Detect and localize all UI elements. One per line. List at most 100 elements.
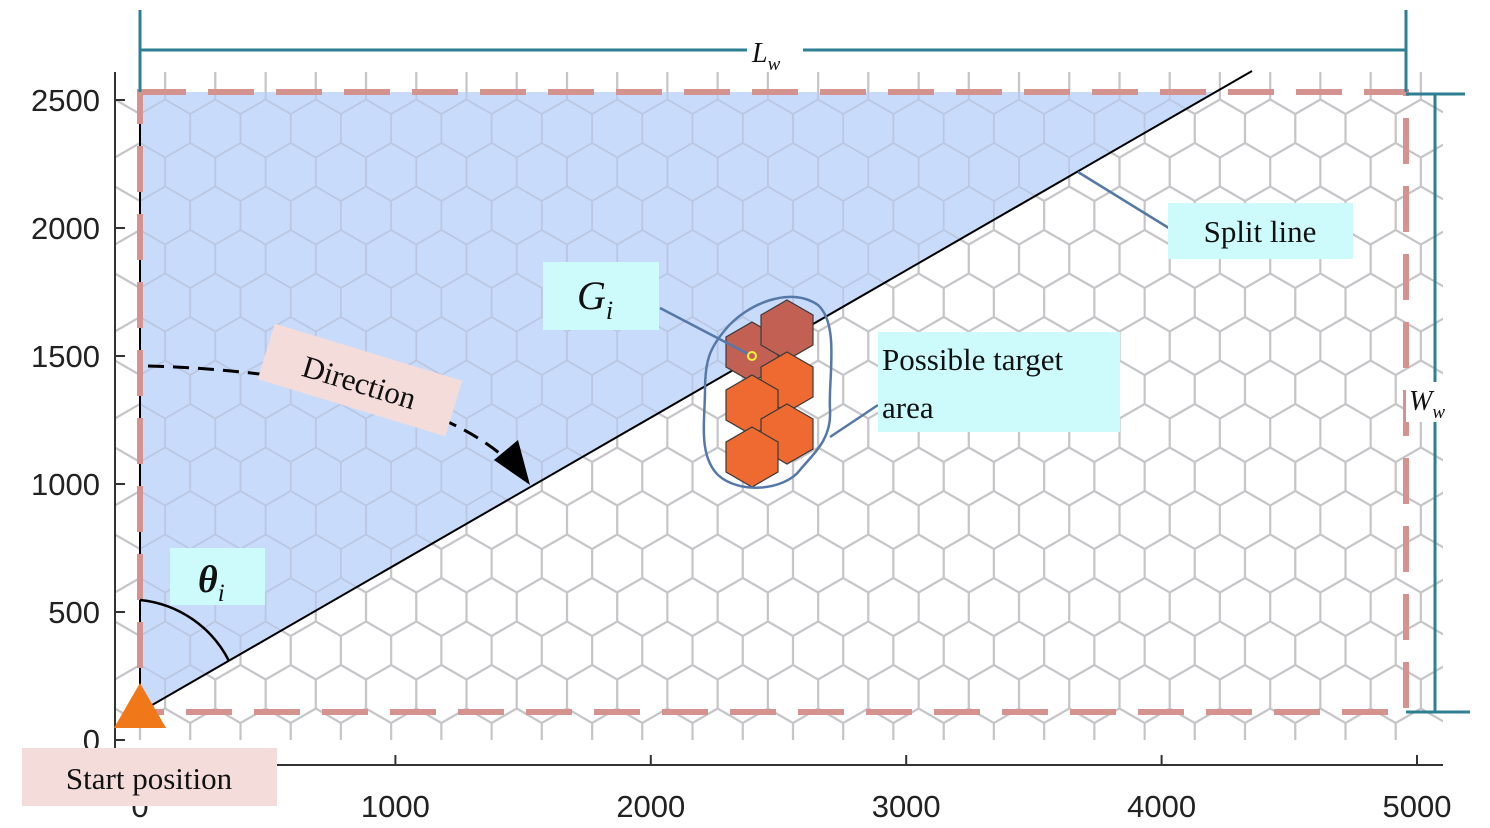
hex-cell-overlay xyxy=(892,446,945,507)
hex-cell xyxy=(1243,620,1297,681)
hex-cell xyxy=(1218,402,1272,464)
hex-cell xyxy=(1419,578,1443,636)
hex-cell-overlay xyxy=(415,664,468,724)
hex-cell-overlay xyxy=(716,664,769,724)
hex-cell-overlay xyxy=(1420,578,1443,636)
hex-cell-overlay xyxy=(944,13,994,71)
hex-cell-overlay xyxy=(742,185,794,246)
hex-cell-overlay xyxy=(867,490,920,550)
hex-cell-overlay xyxy=(440,272,493,333)
split-line xyxy=(139,70,1253,713)
hex-cell-overlay xyxy=(1269,142,1322,202)
hex-cell xyxy=(1446,535,1490,593)
hex-cell xyxy=(967,576,1021,638)
hex-cell xyxy=(316,752,366,810)
hex-cell-overlay xyxy=(1043,98,1096,159)
y-tick-label: 1500 xyxy=(31,339,100,374)
hex-cell-overlay xyxy=(1369,664,1422,724)
hex-cell xyxy=(115,678,117,710)
hex-cell-overlay xyxy=(767,577,819,637)
hex-cell-overlay xyxy=(1068,229,1121,289)
hex-cell xyxy=(115,156,117,188)
hex-cell-overlay xyxy=(189,272,242,333)
y-tick-label: 2500 xyxy=(31,83,100,118)
hex-cell xyxy=(791,533,845,594)
theta-arc xyxy=(139,598,231,662)
hex-cell-overlay xyxy=(40,13,90,71)
hex-cell-overlay xyxy=(490,359,543,420)
hex-cell-overlay xyxy=(566,142,618,202)
hex-cell-overlay xyxy=(264,577,317,637)
hex-cell xyxy=(1294,359,1347,420)
hex-cell-overlay xyxy=(1369,577,1422,637)
hex-cell-overlay xyxy=(541,533,593,594)
hex-cell xyxy=(768,752,818,810)
hex-cell-overlay xyxy=(616,403,669,463)
hex-cell xyxy=(1143,707,1196,740)
hex-cell-overlay xyxy=(842,707,895,740)
hex-cell-overlay xyxy=(541,446,593,507)
hex-cell xyxy=(1118,576,1171,638)
hex-cell-overlay xyxy=(465,490,518,550)
hex-cell-overlay xyxy=(390,620,443,681)
hex-cell-overlay xyxy=(415,72,468,115)
hex-cell-overlay xyxy=(415,229,468,289)
hex-cell-overlay xyxy=(315,142,367,202)
hex-cell-overlay xyxy=(1145,13,1195,71)
hex-cell-overlay xyxy=(716,72,769,115)
hex-cell-overlay xyxy=(566,316,618,376)
hex-cell-overlay xyxy=(968,490,1020,550)
hex-cell-overlay xyxy=(465,664,518,724)
hex-cell xyxy=(1446,187,1490,245)
hex-cell-overlay xyxy=(189,359,242,420)
hex-cell xyxy=(1446,622,1490,680)
hex-cell-overlay xyxy=(1195,13,1245,71)
hex-cell-overlay xyxy=(190,13,240,71)
hex-cell-overlay xyxy=(1446,274,1490,332)
ww-label: Ww xyxy=(1409,386,1445,423)
hex-cell-overlay xyxy=(666,490,719,550)
hex-cell-overlay xyxy=(792,707,844,740)
hex-cell-overlay xyxy=(1094,13,1144,71)
hex-cell-overlay xyxy=(993,98,1045,159)
hex-cell-overlay xyxy=(1294,533,1347,594)
hex-cell xyxy=(616,489,669,551)
hex-cell xyxy=(641,533,694,594)
hex-cell-overlay xyxy=(515,316,568,376)
hex-cell-overlay xyxy=(1018,490,1070,550)
hex-cell-overlay xyxy=(1093,98,1146,159)
hex-cell xyxy=(1344,707,1397,740)
hex-cell-overlay xyxy=(817,229,870,289)
hex-cell-overlay xyxy=(716,490,769,550)
hex-cell-overlay xyxy=(140,13,190,71)
hex-cell-overlay xyxy=(1446,448,1490,506)
hex-cell xyxy=(1243,272,1297,333)
hex-cell-overlay xyxy=(289,98,342,159)
hex-cell-overlay xyxy=(666,403,719,463)
hex-cell-overlay xyxy=(289,533,342,594)
hex-cell xyxy=(465,576,518,638)
hex-cell-overlay xyxy=(917,490,970,550)
hex-cell-overlay xyxy=(515,403,568,463)
hex-cell xyxy=(1419,230,1443,288)
hex-cell-overlay xyxy=(1168,72,1221,115)
hex-cell xyxy=(1168,489,1222,551)
hex-cell-overlay xyxy=(1471,230,1490,288)
hex-cell-overlay xyxy=(1394,446,1443,507)
hex-cell-overlay xyxy=(1018,72,1070,115)
hex-cell-overlay xyxy=(164,142,217,202)
hex-cell-overlay xyxy=(1394,272,1443,333)
hex-cell-overlay xyxy=(1394,707,1443,740)
hex-cell xyxy=(816,576,870,638)
hex-cell xyxy=(1093,185,1146,246)
hex-cell-overlay xyxy=(164,72,217,115)
hex-cell xyxy=(1193,446,1247,507)
hex-cell xyxy=(766,576,820,638)
hex-cell-overlay xyxy=(867,577,920,637)
hex-cell-overlay xyxy=(818,752,868,810)
hex-cell xyxy=(1118,489,1171,551)
hex-cell xyxy=(1143,272,1196,333)
hex-cell-overlay xyxy=(942,98,995,159)
hex-cell xyxy=(1294,707,1347,740)
hex-cell-overlay xyxy=(14,665,64,723)
